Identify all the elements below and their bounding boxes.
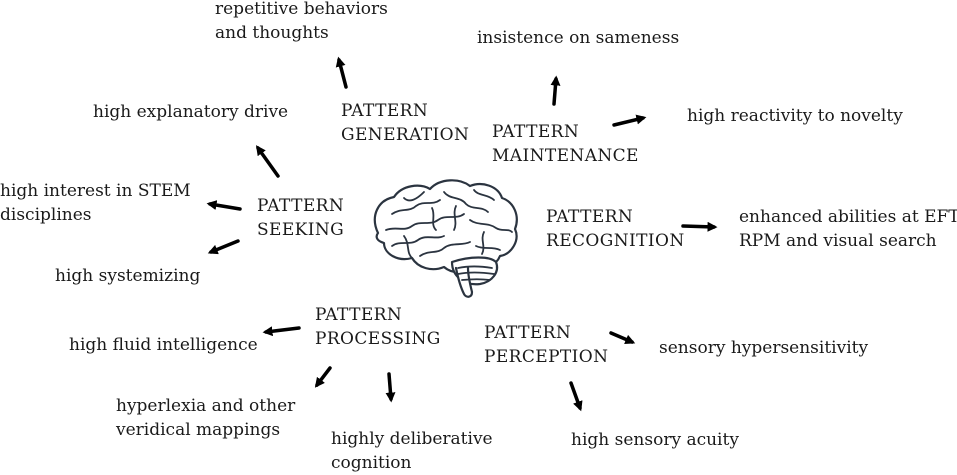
trait-line: high sensory acuity (571, 430, 739, 450)
trait-line: hyperlexia and other (116, 396, 296, 416)
trait-line: high reactivity to novelty (687, 106, 903, 126)
hub-line: PERCEPTION (484, 347, 609, 367)
arrow-icon (681, 221, 718, 232)
hub-line: PATTERN (484, 323, 572, 343)
hub-line: GENERATION (341, 125, 470, 145)
arrow-icon (569, 381, 583, 412)
hub-line: MAINTENANCE (492, 146, 639, 166)
trait-stem-interest: high interest in STEM disciplines (0, 179, 191, 227)
trait-sensory-hypersensitivity: sensory hypersensitivity (659, 336, 868, 360)
trait-line: high explanatory drive (93, 102, 289, 122)
trait-hyperlexia: hyperlexia and other veridical mappings (116, 394, 295, 442)
hub-pattern-recognition: PATTERN RECOGNITION (546, 205, 685, 253)
trait-line: veridical mappings (116, 420, 281, 440)
hub-line: PROCESSING (315, 329, 441, 349)
trait-line: and thoughts (215, 23, 329, 43)
trait-line: repetitive behaviors (215, 0, 388, 19)
hub-line: PATTERN (341, 101, 429, 121)
arrow-icon (612, 114, 647, 127)
hub-pattern-maintenance: PATTERN MAINTENANCE (492, 120, 639, 168)
trait-line: high fluid intelligence (69, 335, 258, 355)
arrow-icon (314, 366, 332, 388)
arrow-icon (207, 239, 240, 255)
trait-enhanced-abilities: enhanced abilities at EFT, RPM and visua… (739, 205, 957, 253)
trait-line: sensory hypersensitivity (659, 338, 869, 358)
trait-fluid-intelligence: high fluid intelligence (69, 333, 258, 357)
trait-line: high interest in STEM (0, 181, 191, 201)
trait-deliberative-cognition: highly deliberative cognition (331, 427, 493, 475)
hub-line: PATTERN (546, 207, 634, 227)
trait-insistence-on-sameness: insistence on sameness (477, 26, 679, 50)
trait-line: high systemizing (55, 266, 201, 286)
hub-pattern-generation: PATTERN GENERATION (341, 99, 469, 147)
trait-explanatory-drive: high explanatory drive (93, 100, 288, 124)
arrow-icon (255, 145, 280, 178)
trait-line: cognition (331, 453, 412, 473)
trait-repetitive-behaviors: repetitive behaviors and thoughts (215, 0, 388, 45)
trait-line: enhanced abilities at EFT, (739, 207, 957, 227)
hub-pattern-seeking: PATTERN SEEKING (257, 194, 344, 242)
trait-systemizing: high systemizing (55, 264, 200, 288)
hub-pattern-processing: PATTERN PROCESSING (315, 303, 441, 351)
arrow-icon (385, 372, 396, 403)
hub-line: SEEKING (257, 220, 345, 240)
trait-reactivity-to-novelty: high reactivity to novelty (687, 104, 903, 128)
hub-pattern-perception: PATTERN PERCEPTION (484, 321, 608, 369)
hub-line: PATTERN (315, 305, 403, 325)
arrow-icon (609, 331, 636, 345)
trait-line: RPM and visual search (739, 231, 937, 251)
trait-line: highly deliberative (331, 429, 493, 449)
arrow-icon (550, 75, 561, 106)
hub-line: PATTERN (257, 196, 345, 216)
trait-line: insistence on sameness (477, 28, 680, 48)
hub-line: PATTERN (492, 122, 580, 142)
arrow-icon (262, 326, 301, 337)
arrow-icon (335, 56, 348, 89)
arrow-icon (206, 200, 242, 211)
trait-sensory-acuity: high sensory acuity (571, 428, 739, 452)
hub-line: RECOGNITION (546, 231, 685, 251)
trait-line: disciplines (0, 205, 92, 225)
